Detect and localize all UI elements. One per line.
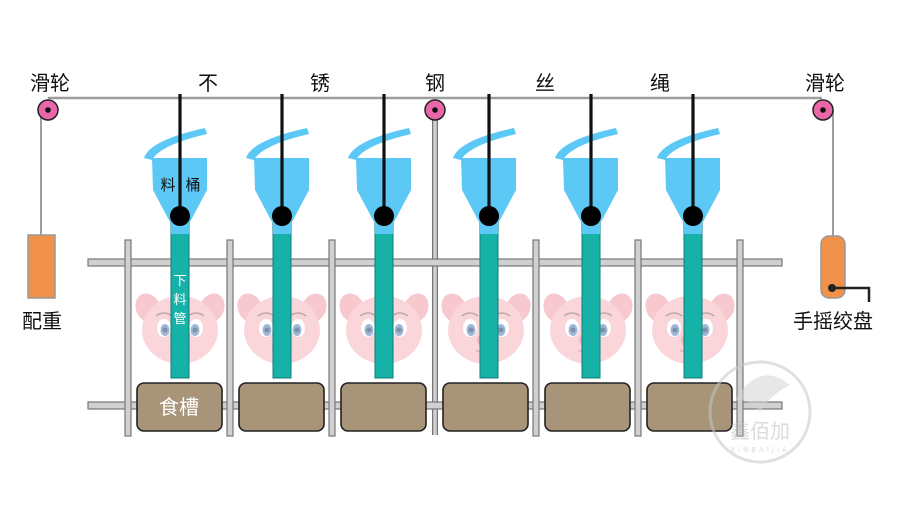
trough [340, 382, 427, 432]
drop-tube [479, 221, 499, 379]
pulley-left-label: 滑轮 [30, 71, 70, 95]
tube-top [375, 222, 393, 234]
drop-tube [683, 221, 703, 379]
fence-post [328, 239, 336, 437]
lower-rail [87, 401, 783, 410]
hopper-label-char-2: 桶 [185, 176, 200, 194]
fence-post [736, 239, 744, 437]
tube-top [171, 222, 189, 234]
rope-knot [581, 206, 601, 226]
feeding-station [544, 94, 631, 432]
hand-winch[interactable] [820, 235, 871, 302]
feeding-station [238, 94, 325, 432]
watermark-brand: 鑫佰加 [730, 419, 790, 443]
drop-tube [374, 221, 394, 379]
counterweight-label: 配重 [22, 309, 62, 333]
counterweight [27, 234, 56, 299]
drop-tube [581, 221, 601, 379]
trough [238, 382, 325, 432]
drop-tube-label-char: 料 [173, 293, 186, 308]
tube-top [684, 222, 702, 234]
pulley-center [424, 99, 446, 121]
hopper-lid [348, 128, 411, 160]
rope-knot [683, 206, 703, 226]
drop-tube [272, 221, 292, 379]
fence-post [226, 239, 234, 437]
tube-top [273, 222, 291, 234]
trough [136, 382, 223, 432]
rope-knot [374, 206, 394, 226]
watermark-logo: 鑫佰加 XINBAIJIA [708, 360, 812, 464]
winch-label: 手摇绞盘 [793, 309, 873, 333]
upper-rail [87, 258, 783, 267]
trough [442, 382, 529, 432]
wire-char-2: 锈 [310, 71, 330, 95]
pulley-left [37, 99, 59, 121]
hopper-label-char-1: 料 [160, 176, 175, 194]
hopper-lid [555, 128, 618, 160]
rope-knot [272, 206, 292, 226]
fence-post [124, 239, 132, 437]
feeding-station [442, 94, 529, 432]
tube-top [480, 222, 498, 234]
pulley-right-label: 滑轮 [805, 71, 845, 95]
trough [544, 382, 631, 432]
rope-knot [479, 206, 499, 226]
hopper-lid [657, 128, 720, 160]
wire-char-4: 丝 [535, 71, 555, 95]
trough-label: 食槽 [159, 395, 199, 419]
drop-tube-label-char: 管 [173, 312, 186, 327]
fence-post [634, 239, 642, 437]
wire-char-1: 不 [198, 71, 218, 95]
wire-char-3: 钢 [425, 71, 445, 95]
hopper-lid [246, 128, 309, 160]
trough [646, 382, 733, 432]
feeding-station [340, 94, 427, 432]
tube-top [582, 222, 600, 234]
drop-tube-label-char: 下 [173, 274, 186, 289]
wire-char-5: 绳 [650, 71, 670, 95]
fence-post [532, 239, 540, 437]
hopper-lid [453, 128, 516, 160]
feeding-station: 料桶下料管食槽 [136, 94, 223, 432]
pulley-right [812, 99, 834, 121]
watermark-brand-latin: XINBAIJIA [730, 446, 790, 454]
hopper-lid [144, 128, 207, 160]
rope-knot [170, 206, 190, 226]
